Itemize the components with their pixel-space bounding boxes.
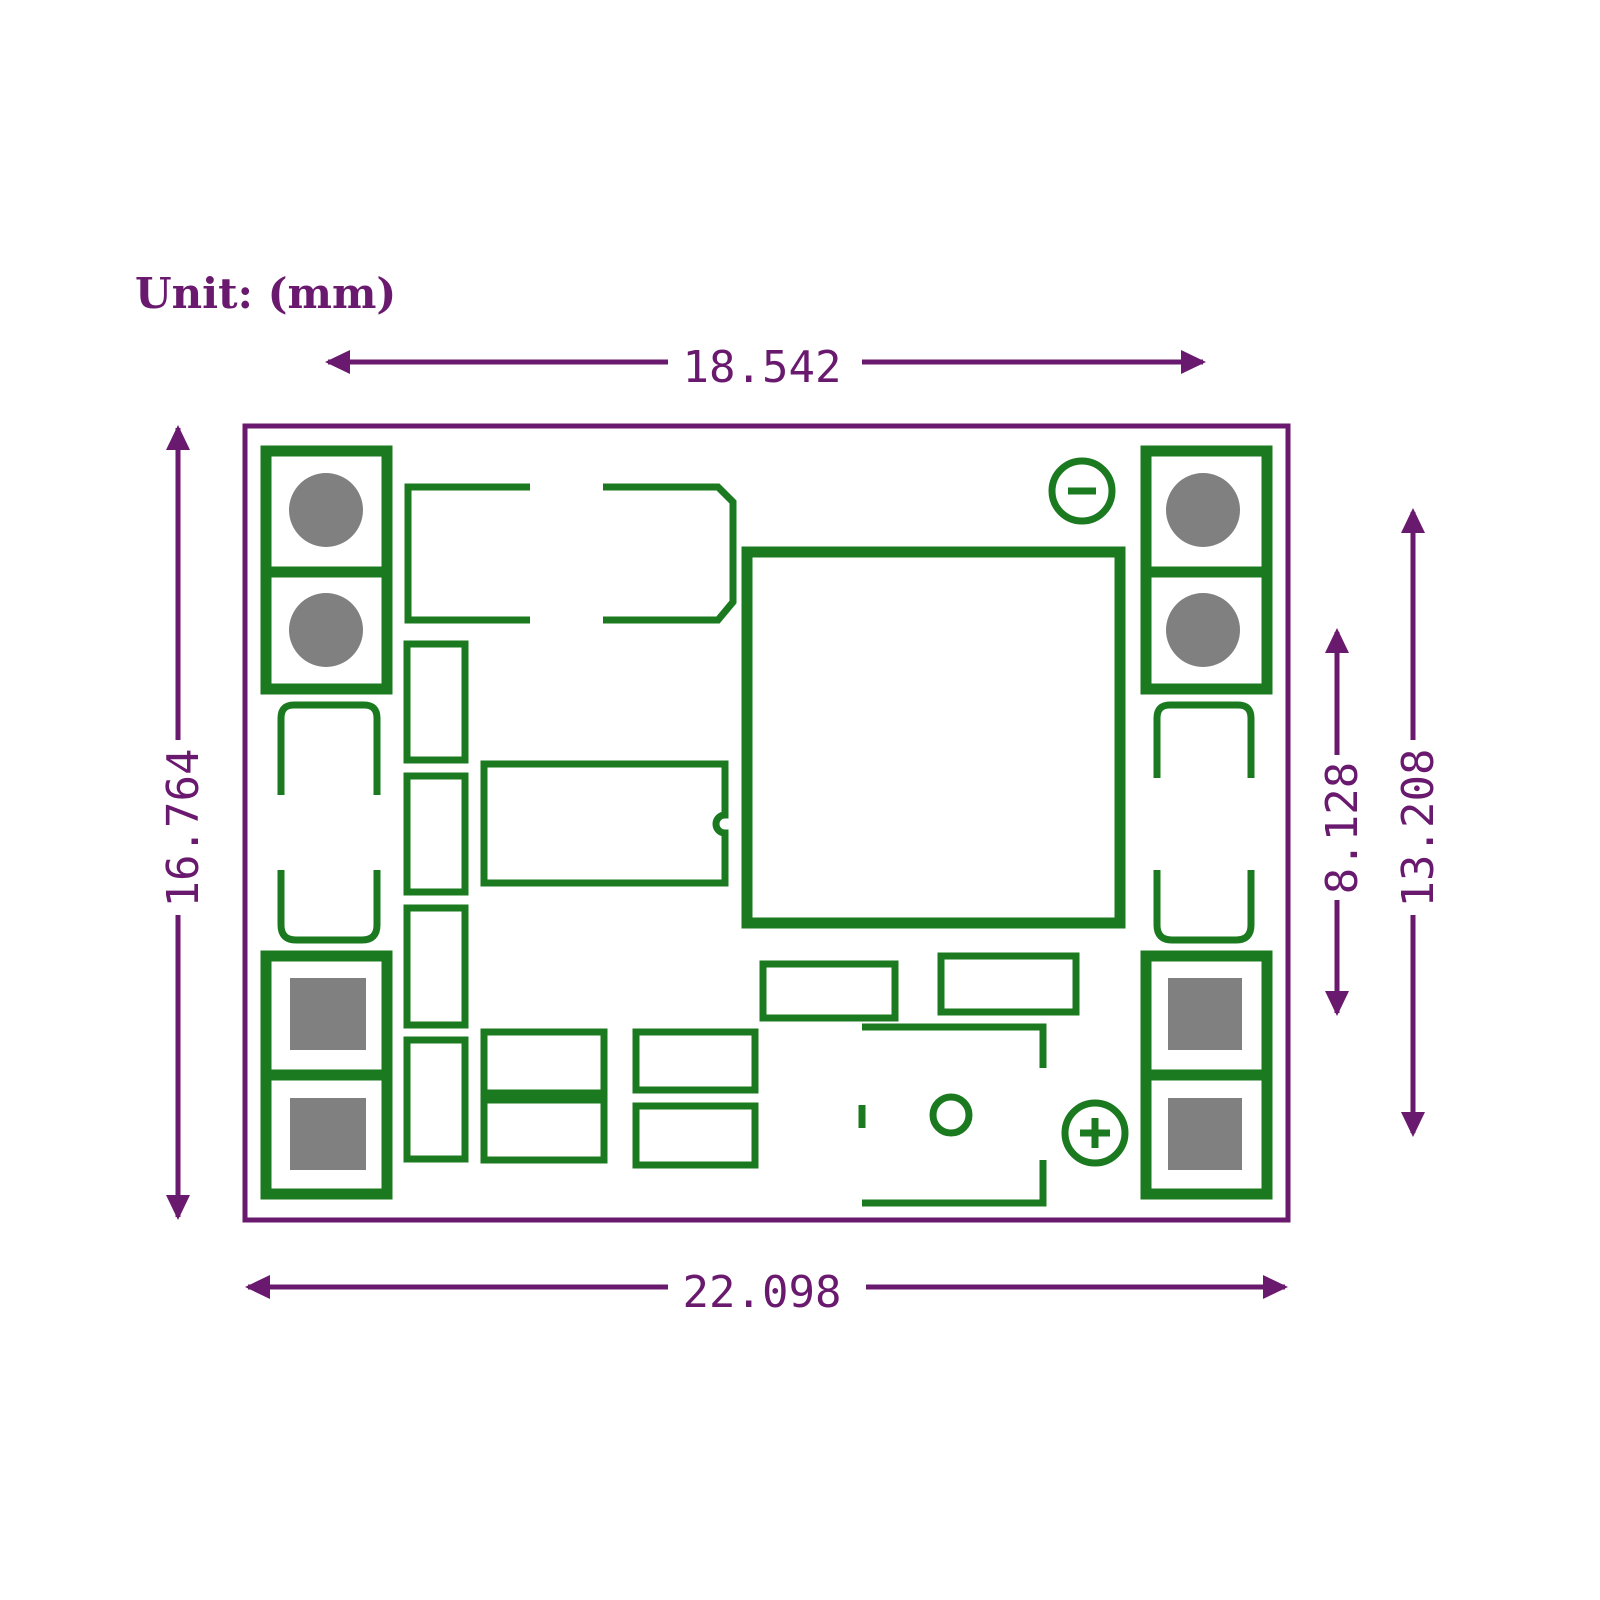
resistor-outline xyxy=(480,1028,608,1097)
dimension-label: 8.128 xyxy=(1317,762,1368,894)
terminal-bottom-left xyxy=(260,950,393,1200)
board-outline xyxy=(242,423,1291,1223)
arrow-right-icon xyxy=(1263,1275,1288,1299)
dimension-hole-spacing: 18.542 xyxy=(325,342,1206,393)
minus-icon xyxy=(1048,457,1116,525)
capacitor-left xyxy=(277,701,381,944)
terminal-bottom-right xyxy=(1140,950,1273,1200)
potentiometer-adjust-icon xyxy=(929,1093,973,1137)
diode-outline xyxy=(404,483,737,624)
terminal-top-right xyxy=(1140,445,1273,695)
potentiometer-outline xyxy=(858,1023,1047,1207)
resistor-outline xyxy=(403,904,469,1029)
dimension-label: 22.098 xyxy=(683,1267,842,1318)
dimension-terminal-inner: 8.128 xyxy=(1317,628,1368,1016)
dimension-label: 13.208 xyxy=(1393,749,1444,908)
plus-icon xyxy=(1061,1099,1129,1167)
terminal-top-left xyxy=(260,445,393,695)
resistor-outline xyxy=(480,1096,608,1164)
arrow-down-icon xyxy=(1401,1112,1425,1137)
arrow-up-icon xyxy=(166,425,190,450)
arrow-left-icon xyxy=(245,1275,270,1299)
capacitor-right xyxy=(1153,701,1255,944)
resistor-outline xyxy=(759,960,899,1022)
dimension-board-height: 16.764 xyxy=(158,425,209,1220)
resistor-outline xyxy=(403,640,469,764)
dimension-label: 16.764 xyxy=(158,749,209,908)
dimension-label: 18.542 xyxy=(683,342,842,393)
inductor-outline xyxy=(741,546,1126,929)
unit-label: Unit: (mm) xyxy=(135,269,396,318)
resistor-outline xyxy=(937,952,1080,1016)
arrow-up-icon xyxy=(1325,628,1349,653)
resistor-outline xyxy=(403,772,469,896)
arrow-right-icon xyxy=(1181,350,1206,374)
resistor-outline xyxy=(632,1102,759,1169)
resistor-outline xyxy=(403,1036,469,1163)
arrow-down-icon xyxy=(1325,991,1349,1016)
arrow-down-icon xyxy=(166,1195,190,1220)
dimension-board-width: 22.098 xyxy=(245,1267,1288,1318)
resistor-outline xyxy=(632,1028,759,1094)
arrow-left-icon xyxy=(325,350,350,374)
ic-outline xyxy=(480,760,729,887)
arrow-up-icon xyxy=(1401,508,1425,533)
dimension-terminal-outer: 13.208 xyxy=(1393,508,1444,1137)
